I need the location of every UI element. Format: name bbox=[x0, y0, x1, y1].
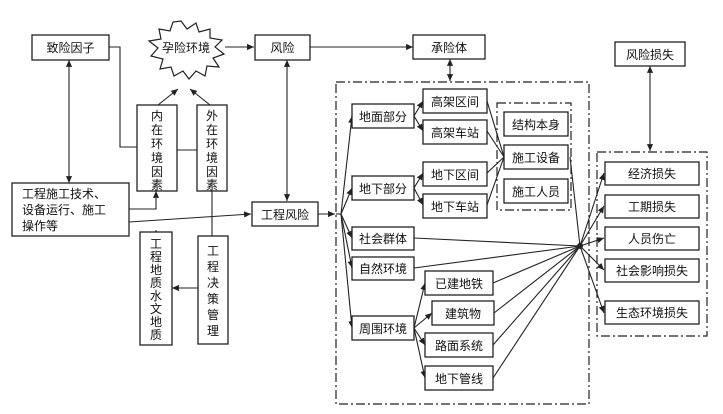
construction-tech-box: 工程施工技术、 设备运行、施工 操作等 bbox=[11, 182, 130, 237]
elevated-section-box: 高架区间 bbox=[422, 88, 488, 114]
svg-text:工期损失: 工期损失 bbox=[628, 199, 676, 214]
svg-text:因: 因 bbox=[151, 165, 163, 179]
personnel-box: 施工人员 bbox=[503, 178, 569, 204]
svg-text:建筑物: 建筑物 bbox=[445, 306, 481, 321]
svg-text:程: 程 bbox=[150, 249, 162, 264]
svg-text:素: 素 bbox=[151, 178, 163, 192]
eco-env-loss-box: 生态环境损失 bbox=[604, 300, 700, 325]
risk-box: 风险 bbox=[254, 34, 311, 61]
resource-group bbox=[496, 102, 572, 211]
svg-text:水: 水 bbox=[150, 289, 162, 303]
svg-text:已建地铁: 已建地铁 bbox=[435, 277, 483, 291]
svg-text:程: 程 bbox=[207, 259, 219, 274]
svg-text:在: 在 bbox=[206, 123, 218, 137]
svg-text:地面部分: 地面部分 bbox=[359, 109, 407, 124]
svg-text:地下车站: 地下车站 bbox=[431, 199, 479, 214]
svg-text:社会影响损失: 社会影响损失 bbox=[616, 263, 688, 278]
svg-text:经济损失: 经济损失 bbox=[628, 166, 676, 181]
elevated-station-box: 高架车站 bbox=[422, 119, 488, 145]
svg-text:人员伤亡: 人员伤亡 bbox=[628, 232, 676, 246]
surrounding-env-box: 周围环境 bbox=[351, 315, 415, 341]
svg-text:施工人员: 施工人员 bbox=[512, 185, 560, 199]
svg-text:工: 工 bbox=[150, 237, 162, 251]
hazard-env-burst: 孕险环境 bbox=[147, 20, 226, 80]
existing-metro-box: 已建地铁 bbox=[424, 270, 494, 296]
buildings-box: 建筑物 bbox=[431, 300, 495, 326]
svg-text:工: 工 bbox=[207, 244, 219, 258]
loss-group bbox=[596, 151, 708, 337]
svg-text:风险损失: 风险损失 bbox=[626, 47, 674, 62]
svg-text:操作等: 操作等 bbox=[22, 218, 58, 233]
svg-text:高架区间: 高架区间 bbox=[431, 94, 479, 109]
risk-bearer-box: 承险体 bbox=[412, 34, 486, 60]
svg-text:地: 地 bbox=[150, 263, 162, 277]
svg-text:理: 理 bbox=[207, 324, 219, 338]
geology-box: 工 程 地 质 水 文 地 质 bbox=[139, 231, 173, 346]
svg-text:生态环境损失: 生态环境损失 bbox=[616, 305, 688, 320]
casualties-box: 人员伤亡 bbox=[604, 226, 700, 251]
social-group-box: 社会群体 bbox=[351, 226, 415, 251]
schedule-loss-box: 工期损失 bbox=[604, 194, 700, 219]
svg-text:地: 地 bbox=[150, 315, 162, 329]
svg-text:设备运行、施工: 设备运行、施工 bbox=[22, 203, 106, 217]
svg-text:外: 外 bbox=[206, 109, 218, 123]
svg-text:周围环境: 周围环境 bbox=[359, 321, 407, 336]
connectors bbox=[65, 43, 654, 379]
external-env-box: 外 在 环 境 因 素 bbox=[196, 104, 228, 192]
underground-station-box: 地下车站 bbox=[422, 193, 488, 219]
svg-text:境: 境 bbox=[151, 150, 163, 165]
internal-env-box: 内 在 环 境 因 素 bbox=[136, 104, 178, 192]
svg-text:内: 内 bbox=[151, 109, 163, 123]
svg-text:环: 环 bbox=[206, 137, 218, 151]
svg-text:质: 质 bbox=[150, 276, 162, 290]
social-impact-loss-box: 社会影响损失 bbox=[604, 258, 700, 283]
decision-box: 工 程 决 策 管 理 bbox=[197, 235, 229, 345]
svg-text:工程施工技术、: 工程施工技术、 bbox=[22, 186, 106, 201]
svg-text:孕险环境: 孕险环境 bbox=[162, 40, 210, 55]
svg-text:决: 决 bbox=[207, 276, 219, 290]
svg-text:文: 文 bbox=[150, 301, 162, 316]
engineering-risk-box: 工程风险 bbox=[251, 201, 319, 227]
underground-section-box: 地下区间 bbox=[422, 161, 488, 187]
svg-text:策: 策 bbox=[207, 292, 219, 306]
svg-text:高架车站: 高架车站 bbox=[431, 125, 479, 140]
economic-loss-box: 经济损失 bbox=[604, 161, 700, 186]
hazard-factor-box: 致险因子 bbox=[31, 34, 110, 61]
ground-part-box: 地面部分 bbox=[351, 103, 415, 129]
svg-text:社会群体: 社会群体 bbox=[359, 231, 407, 246]
svg-text:因: 因 bbox=[206, 165, 218, 179]
svg-text:风险: 风险 bbox=[270, 40, 294, 55]
natural-env-box: 自然环境 bbox=[351, 256, 415, 281]
equipment-box: 施工设备 bbox=[503, 144, 569, 170]
svg-text:承险体: 承险体 bbox=[431, 40, 467, 55]
underground-part-box: 地下部分 bbox=[351, 175, 415, 201]
svg-text:在: 在 bbox=[151, 123, 163, 137]
structure-box: 结构本身 bbox=[503, 111, 569, 137]
svg-text:质: 质 bbox=[150, 328, 162, 342]
svg-text:致险因子: 致险因子 bbox=[46, 40, 94, 55]
road-system-box: 路面系统 bbox=[424, 332, 494, 358]
svg-text:管: 管 bbox=[207, 307, 219, 322]
svg-text:路面系统: 路面系统 bbox=[435, 338, 483, 353]
svg-text:地下区间: 地下区间 bbox=[431, 168, 479, 182]
svg-text:素: 素 bbox=[206, 178, 218, 192]
svg-text:自然环境: 自然环境 bbox=[359, 261, 407, 276]
svg-text:环: 环 bbox=[151, 137, 163, 151]
svg-text:结构本身: 结构本身 bbox=[512, 117, 560, 132]
svg-text:地下部分: 地下部分 bbox=[359, 181, 407, 196]
svg-text:境: 境 bbox=[206, 150, 218, 165]
svg-text:地下管线: 地下管线 bbox=[435, 371, 483, 386]
svg-text:工程风险: 工程风险 bbox=[261, 207, 309, 222]
svg-text:施工设备: 施工设备 bbox=[512, 151, 560, 165]
risk-loss-box: 风险损失 bbox=[614, 41, 686, 67]
pipelines-box: 地下管线 bbox=[424, 365, 494, 391]
